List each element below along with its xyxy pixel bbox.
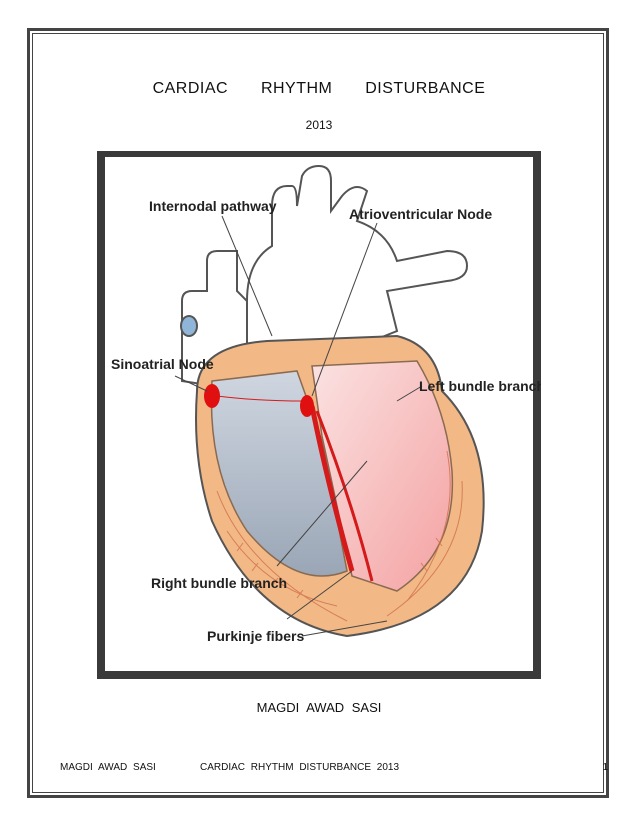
- footer-page-number: 1: [602, 762, 608, 773]
- footer-author: MAGDI AWAD SASI: [60, 762, 156, 773]
- heart-conduction-figure: Internodal pathway Atrioventricular Node…: [97, 151, 545, 679]
- heart-illustration: Internodal pathway Atrioventricular Node…: [97, 151, 545, 679]
- label-internodal-pathway: Internodal pathway: [149, 198, 277, 214]
- conduction-system: [204, 384, 374, 582]
- label-right-bundle-branch: Right bundle branch: [151, 575, 287, 591]
- left-chambers: [311, 360, 454, 592]
- document-author: MAGDI AWAD SASI: [256, 700, 382, 715]
- title-word-3: DISTURBANCE: [365, 80, 486, 97]
- label-sa-node: Sinoatrial Node: [111, 356, 214, 372]
- label-leaders: [174, 215, 423, 637]
- label-purkinje-fibers: Purkinje fibers: [207, 628, 304, 644]
- title-word-1: CARDIAC: [152, 80, 229, 97]
- document-year: 2013: [305, 118, 333, 132]
- av-node-marker: [300, 395, 314, 417]
- document-title: CARDIAC RHYTHM DISTURBANCE: [0, 80, 638, 98]
- label-av-node: Atrioventricular Node: [349, 206, 492, 222]
- purkinje-fiber-network: [216, 450, 463, 622]
- sinoatrial-node-marker: [204, 384, 220, 408]
- title-word-2: RHYTHM: [260, 80, 333, 97]
- page-border: [27, 28, 609, 798]
- label-left-bundle-branch: Left bundle branch: [419, 378, 541, 394]
- footer-title: CARDIAC RHYTHM DISTURBANCE 2013: [200, 762, 400, 773]
